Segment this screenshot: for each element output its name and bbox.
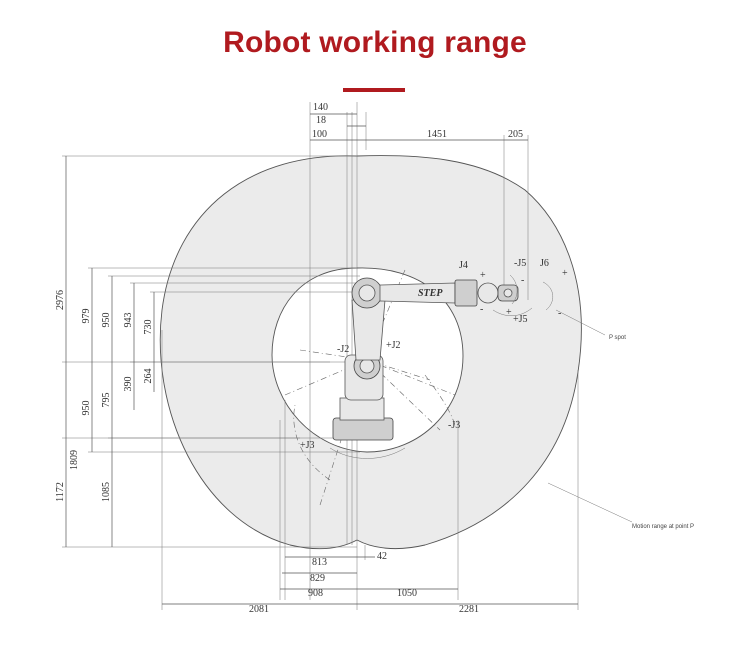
dim-1085: 1085 xyxy=(101,482,112,502)
dim-943: 943 xyxy=(123,313,134,328)
dim-2976: 2976 xyxy=(55,290,66,310)
label-neg-j5: -J5 xyxy=(514,258,526,269)
label-pos-j5: +J5 xyxy=(513,314,528,325)
label-j6: J6 xyxy=(540,258,549,269)
dim-979: 979 xyxy=(81,309,92,324)
dimension-lines xyxy=(62,102,579,610)
dim-2081: 2081 xyxy=(249,604,269,615)
dim-950-lower: 950 xyxy=(81,401,92,416)
dim-908: 908 xyxy=(308,588,323,599)
label-pos-j2: +J2 xyxy=(386,340,401,351)
annotation-p-spot: P spot xyxy=(609,335,626,341)
title-underline xyxy=(343,88,405,92)
label-neg-j3: -J3 xyxy=(448,420,460,431)
label-minus-c: - xyxy=(521,275,524,286)
annotation-motion-range: Motion range at point P xyxy=(632,524,694,530)
label-plus-c: + xyxy=(506,307,512,318)
dim-829: 829 xyxy=(310,573,325,584)
dim-100: 100 xyxy=(312,129,327,140)
dim-42: 42 xyxy=(377,551,387,562)
robot-arm xyxy=(332,277,519,441)
brand-text: STEP xyxy=(418,288,443,299)
dim-2281: 2281 xyxy=(459,604,479,615)
dim-264: 264 xyxy=(143,369,154,384)
dim-140: 140 xyxy=(313,102,328,113)
label-j4: J4 xyxy=(459,260,468,271)
dim-1172: 1172 xyxy=(55,482,66,502)
dim-18: 18 xyxy=(316,115,326,126)
dim-1451: 1451 xyxy=(427,129,447,140)
dim-813: 813 xyxy=(312,557,327,568)
left-dimensions: 2976 979 950 943 730 950 795 390 264 180… xyxy=(55,290,154,502)
dim-390: 390 xyxy=(123,377,134,392)
label-plus-a: + xyxy=(480,270,486,281)
dim-1050: 1050 xyxy=(397,588,417,599)
top-dimensions: 140 18 100 1451 205 xyxy=(312,102,523,140)
dim-1809: 1809 xyxy=(69,450,80,470)
label-neg-j2: -J2 xyxy=(337,344,349,355)
dim-205: 205 xyxy=(508,129,523,140)
bottom-dimensions: 813 42 829 908 1050 2081 2281 xyxy=(249,551,479,615)
dim-730: 730 xyxy=(143,320,154,335)
dim-795: 795 xyxy=(101,393,112,408)
dim-950-upper: 950 xyxy=(101,313,112,328)
joint-labels: J4 -J5 J6 +J5 -J2 +J2 -J3 +J3 + - + - + … xyxy=(300,258,568,451)
label-pos-j3: +J3 xyxy=(300,440,315,451)
page-title: Robot working range xyxy=(223,26,527,59)
label-plus-b: + xyxy=(562,268,568,279)
label-minus-a: - xyxy=(480,304,483,315)
label-minus-b: - xyxy=(558,308,561,319)
